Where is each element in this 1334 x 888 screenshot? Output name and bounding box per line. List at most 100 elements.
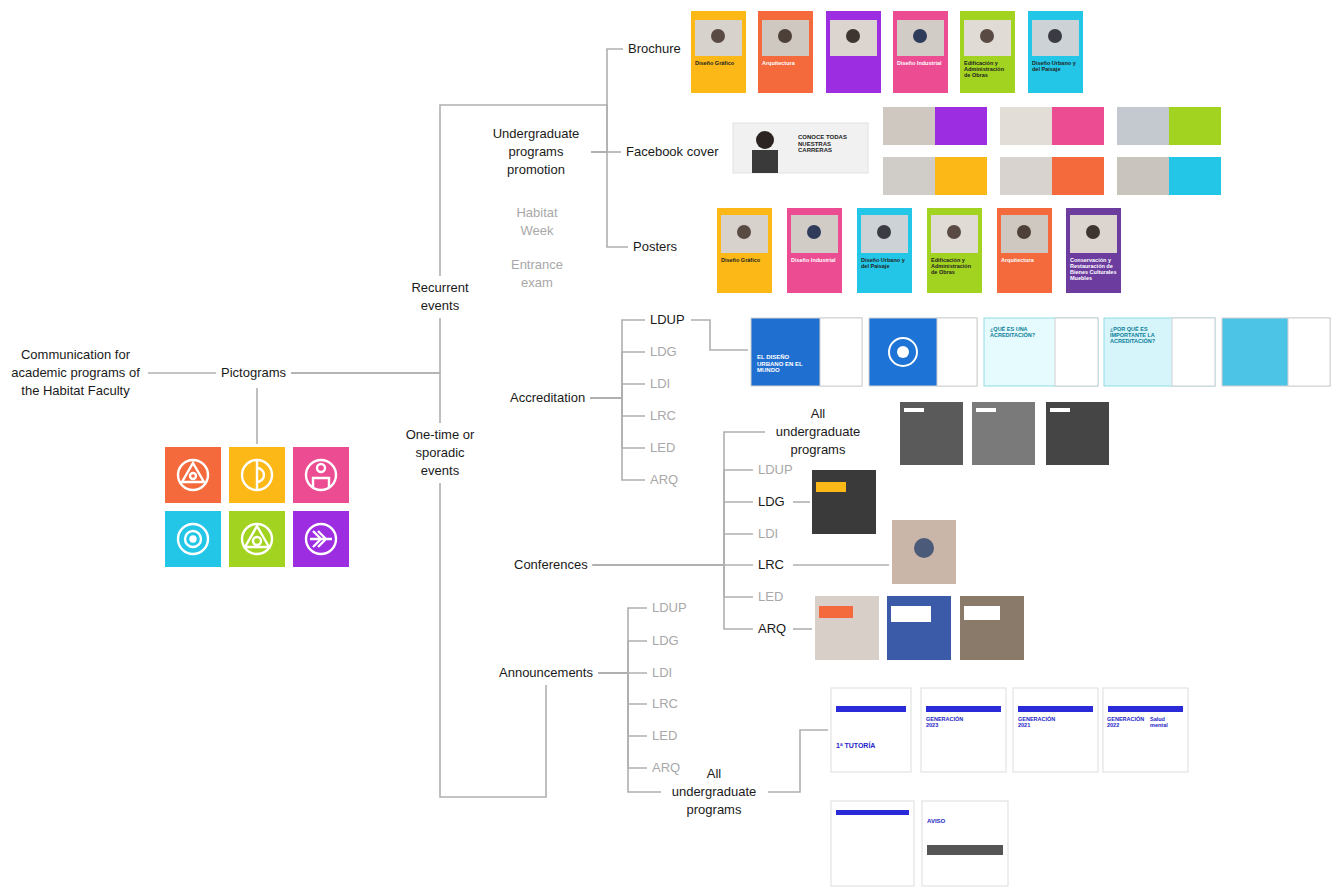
- thumbnail-title: GENERACIÓN 2021: [1018, 716, 1060, 728]
- poster-thumbnail: [927, 208, 982, 293]
- pictogram-icon: [310, 531, 332, 547]
- node-text: LDI: [650, 375, 670, 393]
- leader-line: [691, 320, 748, 350]
- node-text: Entrance exam: [506, 256, 568, 292]
- thumbnail-title: Salud mental: [1150, 716, 1184, 728]
- program-label: LDG: [650, 343, 677, 361]
- program-label: LRC: [652, 695, 678, 713]
- program-label: ARQ: [650, 471, 678, 489]
- pictogram-icon: [245, 526, 269, 547]
- tree-connector: [593, 565, 753, 597]
- node-text: Pictograms: [221, 364, 286, 382]
- brochure-thumbnail: [778, 29, 792, 43]
- node-text: All undergraduate programs: [666, 765, 762, 819]
- program-label: LED: [652, 727, 677, 745]
- node-text: One-time or sporadic events: [400, 426, 480, 480]
- tree-connector: [598, 608, 647, 673]
- tree-connector: [598, 673, 661, 792]
- program-label: LRC: [650, 407, 676, 425]
- accreditation-thumbnail: [1055, 318, 1098, 386]
- conference-thumbnail: [812, 402, 1109, 660]
- pictogram-icon: [253, 537, 261, 545]
- announcement-thumbnail: [836, 706, 906, 712]
- thumbnail-title: Diseño Urbano y del Paisaje: [1032, 60, 1079, 72]
- facebook-cover-thumbnail: [1000, 107, 1052, 145]
- conference-thumbnail: [1050, 408, 1070, 412]
- pictogram-icon: [293, 447, 349, 503]
- conference-thumbnail: [960, 596, 1024, 660]
- facebook-cover-thumbnail: [1117, 157, 1169, 195]
- brochure-thumbnail: [1028, 11, 1083, 93]
- branch-label: Pictograms: [221, 364, 286, 382]
- tree-connector: [593, 565, 753, 629]
- tree-connector: [291, 373, 440, 423]
- program-label: All undergraduate programs: [666, 765, 762, 819]
- accreditation-thumbnail: [889, 338, 917, 366]
- poster-thumbnail: [997, 208, 1052, 293]
- accreditation-thumbnail: [1104, 318, 1215, 386]
- node-text: Announcements: [499, 664, 593, 682]
- thumbnail-title: GENERACIÓN 2022: [1107, 716, 1147, 728]
- tree-connector: [440, 483, 546, 797]
- program-label: LDI: [758, 525, 778, 543]
- pictogram-icon: [306, 460, 336, 490]
- announcement-thumbnail: [1013, 688, 1098, 772]
- leaf-label: Brochure: [628, 40, 681, 58]
- branch-label: Recurrent events: [404, 279, 476, 315]
- branch-label: Undergraduate programs promotion: [486, 125, 586, 179]
- tree-connector: [590, 398, 645, 416]
- branch-label: One-time or sporadic events: [400, 426, 480, 480]
- pictogram-icon: [182, 463, 204, 482]
- pictogram-icon: [257, 468, 264, 482]
- node-text: Posters: [633, 238, 677, 256]
- accreditation-thumbnail: [1222, 318, 1330, 386]
- poster-thumbnail: [1070, 215, 1117, 253]
- poster-thumbnail: [717, 208, 772, 293]
- poster-thumbnail: [1017, 225, 1031, 239]
- conference-thumbnail: [816, 482, 846, 492]
- pictogram-icon: [165, 447, 221, 503]
- pictogram-icon: [306, 524, 336, 554]
- poster-thumbnail: [1086, 225, 1100, 239]
- poster-thumbnail: [807, 225, 821, 239]
- node-text: LRC: [758, 556, 784, 574]
- program-label: ARQ: [652, 759, 680, 777]
- thumbnail-title: ¿POR QUÉ ES IMPORTANTE LA ACREDITACIÓN?: [1110, 326, 1168, 344]
- facebook-cover-thumbnail: [733, 123, 868, 173]
- node-text: LRC: [652, 695, 678, 713]
- brochure-thumbnail: [758, 11, 813, 93]
- node-text: Communication for academic programs of t…: [8, 346, 143, 400]
- announcement-thumbnail: [831, 688, 911, 772]
- announcement-thumbnail: [831, 688, 1188, 886]
- announcement-thumbnail: [1108, 706, 1183, 712]
- conference-thumbnail: [891, 606, 931, 622]
- pictogram-icon: [165, 511, 221, 567]
- poster-thumbnail: [931, 215, 978, 253]
- node-text: ARQ: [652, 759, 680, 777]
- pictogram-icon: [313, 478, 329, 488]
- poster-thumbnail: [721, 215, 768, 253]
- node-text: Accreditation: [510, 389, 585, 407]
- brochure-thumbnail: [762, 20, 809, 56]
- facebook-cover-thumbnail: [883, 107, 935, 145]
- pictogram-icon: [190, 473, 196, 479]
- thumbnail-title: Conservación y Restauración de Bienes Cu…: [1070, 257, 1117, 281]
- tree-connector: [598, 673, 647, 768]
- pictogram-icon: [165, 447, 349, 567]
- program-label: LDI: [650, 375, 670, 393]
- program-label: LDUP: [650, 311, 685, 329]
- conference-thumbnail: [819, 606, 853, 618]
- conference-thumbnail: [964, 606, 1000, 620]
- conference-thumbnail: [887, 596, 951, 660]
- pictogram-icon: [229, 511, 285, 567]
- node-text: ARQ: [650, 471, 678, 489]
- thumbnail-title: ¿QUÉ ES UNA ACREDITACIÓN?: [990, 326, 1050, 338]
- program-label: ARQ: [758, 620, 786, 638]
- brochure-thumbnail: [691, 11, 746, 93]
- conference-thumbnail: [900, 402, 963, 465]
- leaf-label: Posters: [633, 238, 677, 256]
- tree-connector: [590, 320, 645, 398]
- program-label: LDG: [758, 493, 785, 511]
- brochure-thumbnail: [1032, 20, 1079, 56]
- node-text: Habitat Week: [506, 204, 568, 240]
